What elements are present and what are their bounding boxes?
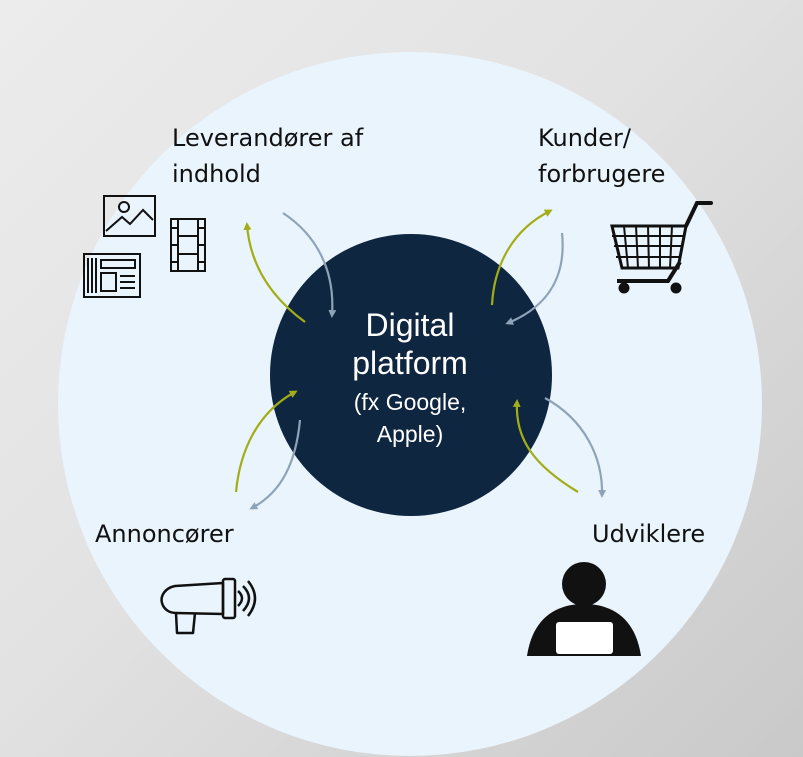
arrow-advertisers-to-platform [234, 390, 298, 493]
arrow-platform-to-advertisers [249, 419, 302, 510]
label-advertisers: Annoncører [95, 516, 234, 552]
arrow-customers-to-platform [505, 232, 564, 325]
platform-circle [270, 234, 552, 516]
label-developers: Udviklere [592, 516, 705, 552]
label-advertisers-line1: Annoncører [95, 520, 234, 548]
platform-subtitle-line1: (fx Google, [353, 389, 467, 415]
megaphone-icon [160, 577, 257, 635]
arrow-platform-to-developers [544, 397, 607, 498]
label-content-providers-line2: indhold [172, 160, 261, 188]
arrow-content-providers-to-platform [282, 212, 337, 318]
label-customers: Kunder/ forbrugere [538, 120, 665, 192]
platform-subtitle: (fx Google, Apple) [290, 386, 530, 450]
platform-title-line1: Digital [365, 307, 455, 343]
arrow-platform-to-content-providers [243, 222, 306, 323]
platform-title-line2: platform [352, 345, 468, 381]
image-icon [103, 195, 156, 237]
person-laptop-icon [527, 562, 641, 656]
label-content-providers: Leverandører af indhold [172, 120, 363, 192]
label-developers-line1: Udviklere [592, 520, 706, 548]
film-strip-icon [170, 218, 206, 272]
label-customers-line2: forbrugere [538, 160, 666, 188]
platform-title: Digital platform [290, 306, 530, 382]
newspaper-icon [83, 253, 141, 298]
platform-subtitle-line2: Apple) [376, 421, 444, 447]
label-customers-line1: Kunder/ [538, 124, 631, 152]
label-content-providers-line1: Leverandører af [172, 124, 364, 152]
arrow-platform-to-customers [490, 209, 553, 306]
shopping-cart-icon [610, 201, 713, 294]
arrow-developers-to-platform [512, 399, 579, 493]
